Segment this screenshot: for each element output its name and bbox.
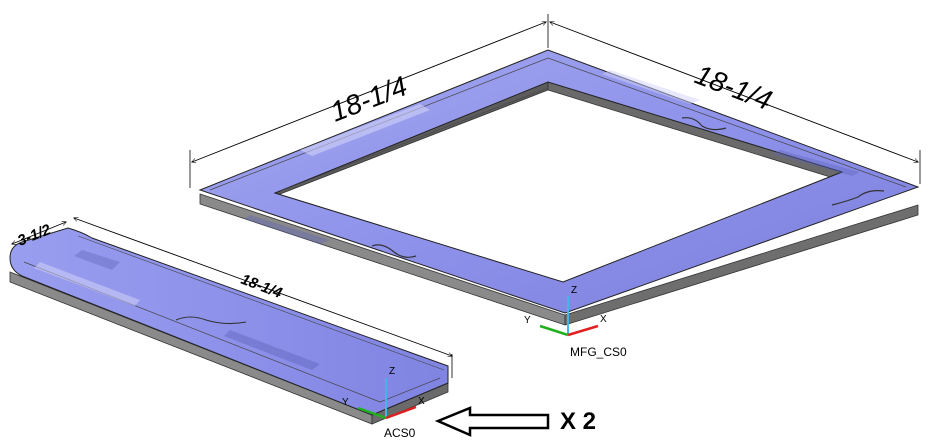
bar-csys-x-label: X (418, 396, 425, 407)
frame-csys-z-label: Z (571, 285, 577, 296)
bar-csys-y-axis (357, 406, 387, 420)
quantity-label: X 2 (560, 408, 596, 435)
frame-outer-side-front-right (564, 204, 919, 326)
bar-csys-y-label: Y (342, 397, 349, 408)
square-frame (198, 49, 920, 326)
frame-csys-y-label: Y (524, 315, 531, 326)
frame-csys: Z X Y MFG_CS0 (524, 285, 627, 359)
frame-csys-x-label: X (600, 314, 607, 325)
frame-csys-x-axis (567, 324, 599, 337)
quantity-callout: X 2 (434, 406, 596, 437)
bar-csys-x-axis (385, 405, 417, 420)
quantity-arrow-icon (434, 406, 550, 437)
bar-csys-z-label: Z (389, 366, 395, 377)
frame-notch-right (831, 190, 885, 206)
frame-csys-y-axis (539, 324, 569, 337)
bar-csys: Z X Y ACS0 (342, 366, 425, 440)
bar-csys-label: ACS0 (384, 426, 416, 440)
frame-csys-label: MFG_CS0 (570, 345, 627, 359)
